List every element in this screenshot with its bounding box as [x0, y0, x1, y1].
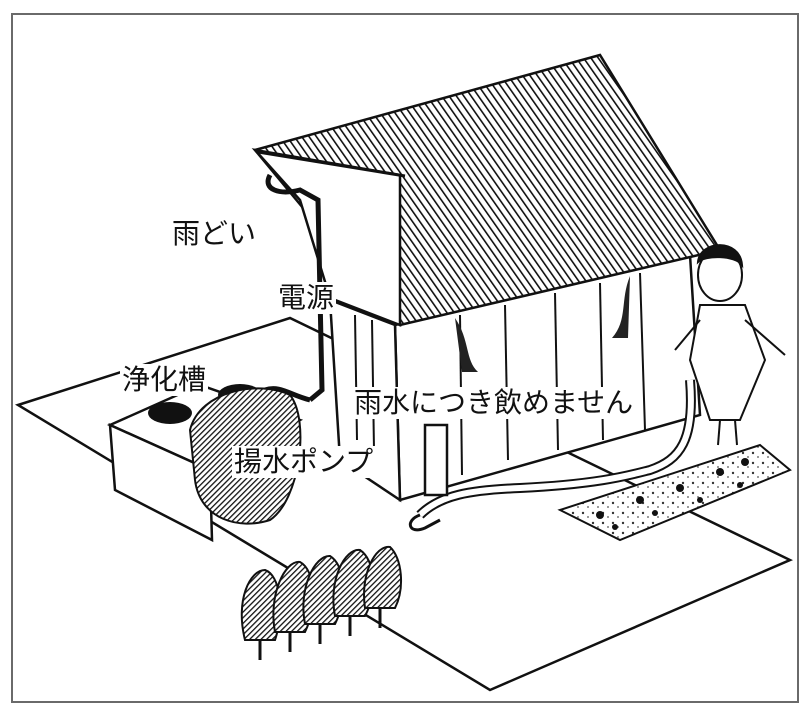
- curtain-left: [455, 318, 478, 372]
- tree-row: [240, 545, 402, 641]
- not-drinkable-label: 雨水につき飲めません: [352, 386, 636, 419]
- septic-tank-label: 浄化槽: [120, 363, 209, 396]
- garden-plants: [596, 458, 749, 530]
- pump-label: 揚水ポンプ: [232, 445, 376, 478]
- person-figure: [674, 244, 786, 446]
- curtain-right: [612, 276, 630, 338]
- rain-gutter-pipe: [265, 173, 325, 402]
- garden-bed: [557, 443, 792, 542]
- rain-gutter-label: 雨どい: [172, 217, 257, 250]
- power-source-label: 電源: [276, 281, 337, 314]
- rainwater-tank: [423, 423, 449, 497]
